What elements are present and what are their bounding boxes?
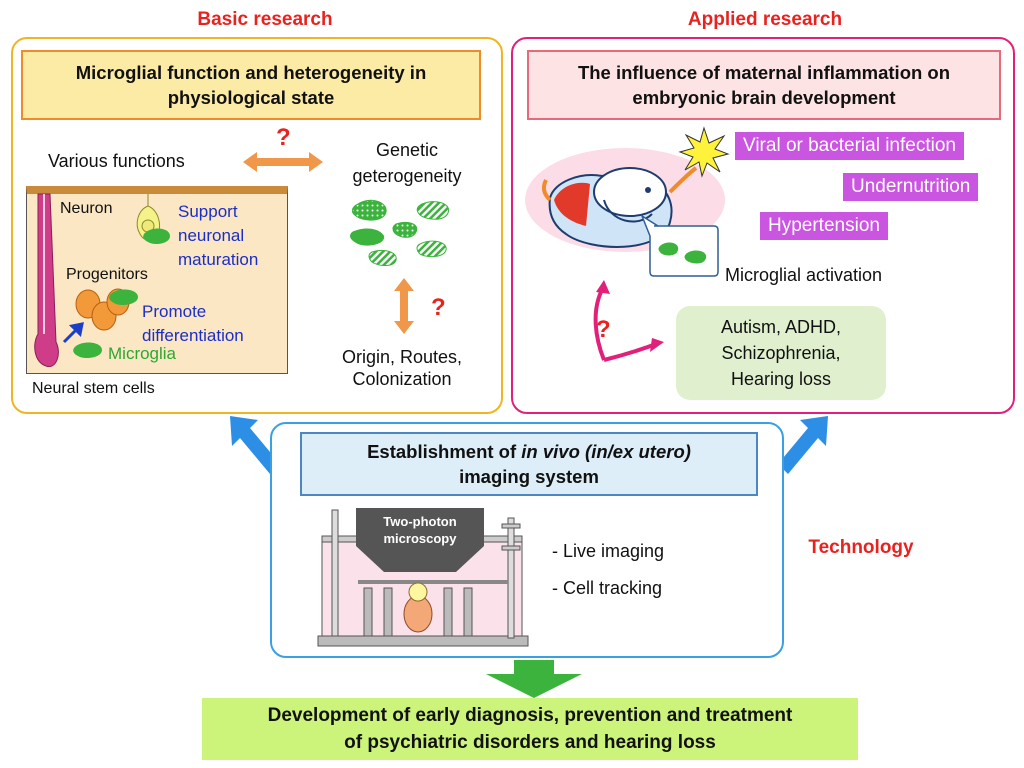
technology-title: Establishment of in vivo (in/ex utero) i… bbox=[300, 432, 758, 496]
promote-arrow-icon bbox=[62, 322, 84, 344]
disorder-line3: Hearing loss bbox=[730, 369, 832, 389]
genetic-line1: Genetic bbox=[375, 140, 439, 160]
imaging-rig-illustration bbox=[317, 508, 529, 647]
promote-differentiation-label: Promote differentiation bbox=[142, 300, 244, 348]
neural-stem-cells-label: Neural stem cells bbox=[32, 380, 155, 397]
microscope-line1: Two-photon bbox=[383, 514, 457, 529]
technology-title-italic: in vivo (in/ex utero) bbox=[521, 441, 691, 462]
technology-title-line1: Establishment of in vivo (in/ex utero) bbox=[367, 439, 691, 464]
microglia-icon bbox=[73, 342, 102, 358]
outcome-arrow bbox=[486, 660, 582, 698]
cell-tracking-bullet: - Cell tracking bbox=[552, 578, 663, 598]
progenitor-microglia-icon bbox=[109, 289, 138, 305]
question-mark-top: ? bbox=[276, 124, 291, 151]
activated-microglia-callout bbox=[640, 214, 719, 277]
basic-research-label: Basic research bbox=[197, 9, 333, 30]
risk-infection: Viral or bacterial infection bbox=[735, 132, 964, 160]
outcome-line2: of psychiatric disorders and hearing los… bbox=[344, 732, 716, 753]
neuron-label: Neuron bbox=[60, 200, 113, 217]
two-photon-microscopy-label: Two-photon microscopy bbox=[356, 513, 484, 547]
infection-burst-icon bbox=[678, 126, 730, 178]
microglia-label: Microglia bbox=[108, 344, 177, 363]
applied-research-title: The influence of maternal inflammation o… bbox=[527, 50, 1001, 120]
technology-title-line2: imaging system bbox=[459, 466, 599, 487]
support-line1: Support bbox=[178, 202, 238, 221]
technology-label: Technology bbox=[808, 537, 914, 558]
neuron-microglia-icon bbox=[143, 228, 170, 244]
support-maturation-label: Support neuronal maturation bbox=[178, 200, 258, 272]
origin-line1: Origin, Routes, bbox=[341, 347, 463, 367]
disorders-box: Autism, ADHD, Schizophrenia, Hearing los… bbox=[676, 306, 886, 400]
microglial-activation-label: Microglial activation bbox=[725, 265, 883, 285]
support-line2: neuronal bbox=[178, 226, 245, 245]
outcome-box: Development of early diagnosis, preventi… bbox=[202, 698, 858, 760]
live-imaging-bullet: - Live imaging bbox=[552, 541, 665, 561]
technology-title-prefix: Establishment of bbox=[367, 441, 522, 462]
risk-undernutrition: Undernutrition bbox=[843, 173, 979, 201]
basic-title-line2: physiological state bbox=[167, 87, 335, 108]
tech-to-basic-arrow bbox=[230, 416, 280, 474]
heterogeneous-microglia-icon bbox=[350, 199, 450, 266]
question-mark-applied: ? bbox=[596, 316, 611, 343]
basic-research-title: Microglial function and heterogeneity in… bbox=[21, 50, 481, 120]
progenitors-label: Progenitors bbox=[66, 266, 148, 283]
disorder-line2: Schizophrenia, bbox=[721, 343, 841, 363]
question-mark-right: ? bbox=[431, 294, 446, 321]
applied-title-line1: The influence of maternal inflammation o… bbox=[577, 62, 951, 83]
neural-stem-cell-icon bbox=[34, 193, 59, 368]
basic-title-line1: Microglial function and heterogeneity in bbox=[75, 62, 427, 83]
promote-line2: differentiation bbox=[142, 326, 244, 345]
promote-line1: Promote bbox=[142, 302, 207, 321]
functions-heterogeneity-arrow bbox=[243, 152, 323, 172]
risk-hypertension: Hypertension bbox=[760, 212, 888, 240]
heterogeneity-origin-arrow bbox=[394, 278, 414, 334]
outcome-line1: Development of early diagnosis, preventi… bbox=[267, 705, 793, 726]
microscope-line2: microscopy bbox=[383, 531, 457, 546]
origin-line2: Colonization bbox=[352, 369, 452, 389]
disorder-line1: Autism, ADHD, bbox=[720, 317, 842, 337]
tech-to-applied-arrow bbox=[778, 416, 828, 474]
activation-disorder-arrows bbox=[593, 280, 664, 362]
applied-research-label: Applied research bbox=[687, 9, 843, 30]
support-line3: maturation bbox=[178, 250, 259, 269]
applied-title-line2: embryonic brain development bbox=[632, 87, 896, 108]
origin-routes-label: Origin, Routes, Colonization bbox=[322, 346, 482, 390]
various-functions-label: Various functions bbox=[48, 151, 185, 171]
genetic-heterogeneity-label: Genetic geterogeneity bbox=[332, 137, 482, 189]
genetic-line2: geterogeneity bbox=[352, 166, 462, 186]
